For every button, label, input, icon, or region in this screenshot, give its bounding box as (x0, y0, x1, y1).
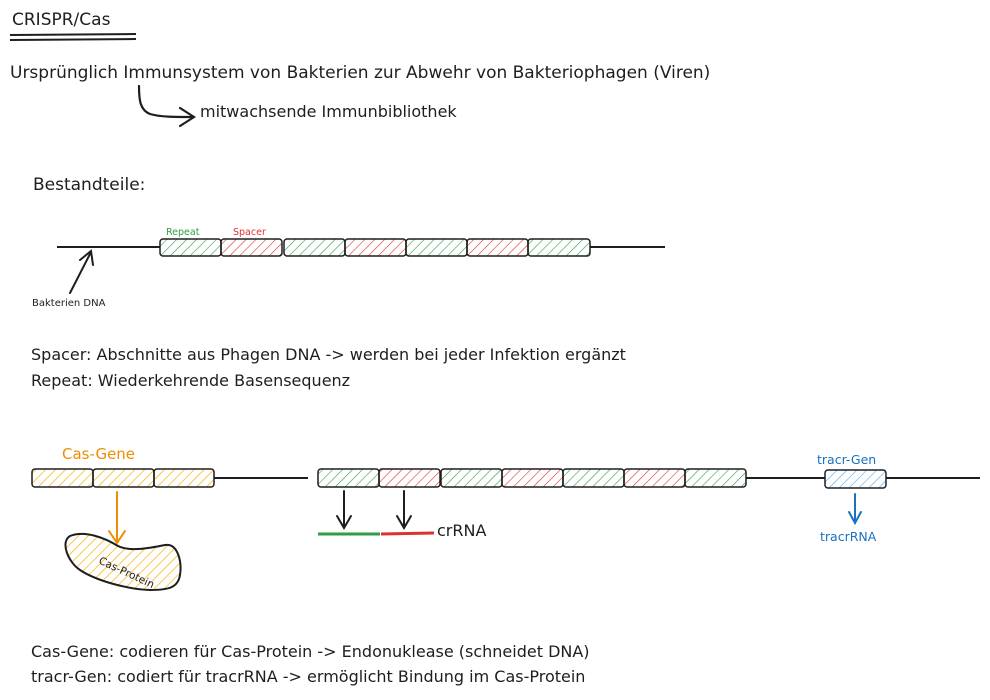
spacer-segment (623, 468, 686, 488)
cas-protein-blob: Cas-Protein (64, 532, 182, 591)
spacer-label: Spacer (233, 227, 266, 238)
page-title: CRISPR/Cas (12, 10, 111, 30)
hook-arrow (137, 84, 197, 128)
repeat-segment (440, 468, 503, 488)
definition-cas-gene: Cas-Gene: codieren für Cas-Protein -> En… (31, 642, 590, 661)
section-heading: Bestandteile: (33, 175, 146, 195)
definition-spacer: Spacer: Abschnitte aus Phagen DNA -> wer… (31, 345, 626, 364)
repeat-segment (283, 238, 346, 257)
definition-repeat: Repeat: Wiederkehrende Basensequenz (31, 371, 351, 390)
spacer-segment (501, 468, 564, 488)
intro-sub-text: mitwachsende Immunbibliothek (200, 102, 457, 121)
cas-gene-segment (31, 468, 94, 488)
repeat-segment (562, 468, 625, 488)
tracrrna-arrow (848, 493, 862, 526)
crrna-arrows (336, 490, 412, 530)
spacer-segment (344, 238, 407, 257)
repeat-segment (405, 238, 468, 257)
intro-text: Ursprünglich Immunsystem von Bakterien z… (10, 63, 711, 83)
cas-gene-segment (92, 468, 155, 488)
repeat-label: Repeat (166, 227, 200, 238)
definition-tracr-gen: tracr-Gen: codiert für tracrRNA -> ermög… (31, 667, 586, 686)
cas-gene-label: Cas-Gene (62, 445, 136, 463)
crrna-spacer-part (380, 531, 435, 536)
tracr-gen-block (824, 469, 980, 489)
repeat-segment (159, 238, 222, 257)
title-underline (9, 33, 137, 41)
spacer-segment (466, 238, 529, 257)
crispr-array-top (57, 238, 665, 257)
tracr-gen-label: tracr-Gen (817, 452, 877, 467)
repeat-segment (317, 468, 380, 488)
cas-gene-segment (153, 468, 215, 488)
cas-protein-arrow (108, 491, 126, 545)
crispr-array-bottom (317, 468, 825, 488)
repeat-segment (684, 468, 747, 488)
crrna-label: crRNA (437, 521, 487, 540)
bakterien-dna-label: Bakterien DNA (32, 298, 106, 309)
repeat-segment (527, 238, 591, 257)
tracrrna-label: tracrRNA (820, 529, 877, 544)
tracr-gen-segment (824, 469, 887, 489)
spacer-segment (220, 238, 283, 257)
cas-gene-array (31, 468, 308, 488)
bakterien-dna-arrow (69, 249, 94, 294)
spacer-segment (378, 468, 441, 488)
